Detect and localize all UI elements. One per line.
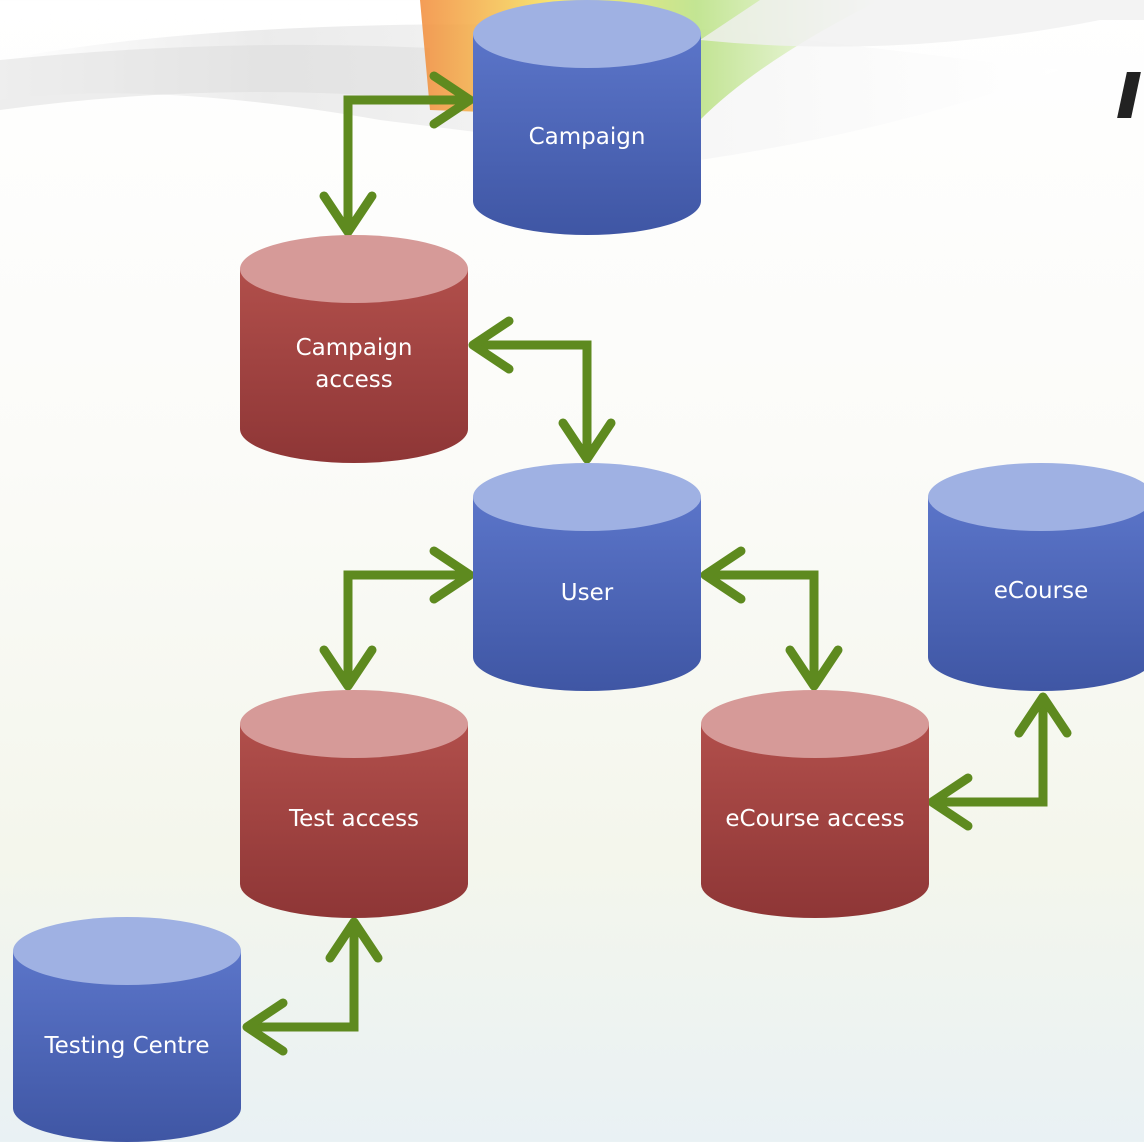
- node-ecourse: [928, 463, 1144, 691]
- cylinder-body: [701, 724, 929, 918]
- connector-line: [343, 95, 470, 232]
- node-campaign: [473, 0, 701, 235]
- node-user: [473, 463, 701, 691]
- edge-ecourse-access-to-ecourse: [927, 692, 1072, 831]
- cylinder-body: [240, 724, 468, 918]
- arrowhead: [325, 917, 383, 963]
- cylinder-top: [473, 463, 701, 531]
- cylinder-top: [240, 690, 468, 758]
- cylinder-top: [473, 0, 701, 68]
- edge-campaign-to-campaign-access: [319, 71, 475, 237]
- connector-line: [705, 570, 819, 686]
- edge-user-to-test-access: [319, 546, 475, 691]
- connector-line: [343, 570, 470, 686]
- cylinder-top: [13, 917, 241, 985]
- node-ecourse-access: [701, 690, 929, 918]
- arrowhead: [429, 546, 475, 604]
- cylinder-body: [928, 497, 1144, 691]
- arrowhead: [558, 418, 616, 464]
- cylinder-top: [240, 235, 468, 303]
- connector-line: [932, 697, 1048, 807]
- arrowhead: [468, 316, 514, 374]
- cylinder-body: [473, 497, 701, 691]
- connector-line: [473, 340, 592, 459]
- node-test-access: [240, 690, 468, 918]
- connector-line: [247, 922, 359, 1032]
- cylinder-body: [240, 269, 468, 463]
- cylinder-body: [13, 951, 241, 1142]
- edge-campaign-access-to-user: [468, 316, 616, 464]
- edge-user-to-ecourse-access: [700, 546, 843, 691]
- arrowhead: [927, 773, 973, 831]
- connectors: [242, 71, 1072, 1056]
- arrowhead: [785, 645, 843, 691]
- arrowhead: [1014, 692, 1072, 738]
- arrowhead: [319, 191, 377, 237]
- node-testing-centre: [13, 917, 241, 1142]
- arrowhead: [319, 645, 377, 691]
- cylinder-top: [928, 463, 1144, 531]
- cylinder-top: [701, 690, 929, 758]
- edge-test-access-to-testing-centre: [242, 917, 383, 1056]
- cylinder-body: [473, 34, 701, 235]
- nodes: [13, 0, 1144, 1142]
- arrowhead: [242, 998, 288, 1056]
- node-campaign-access: [240, 235, 468, 463]
- arrowhead: [429, 71, 475, 129]
- arrowhead: [700, 546, 746, 604]
